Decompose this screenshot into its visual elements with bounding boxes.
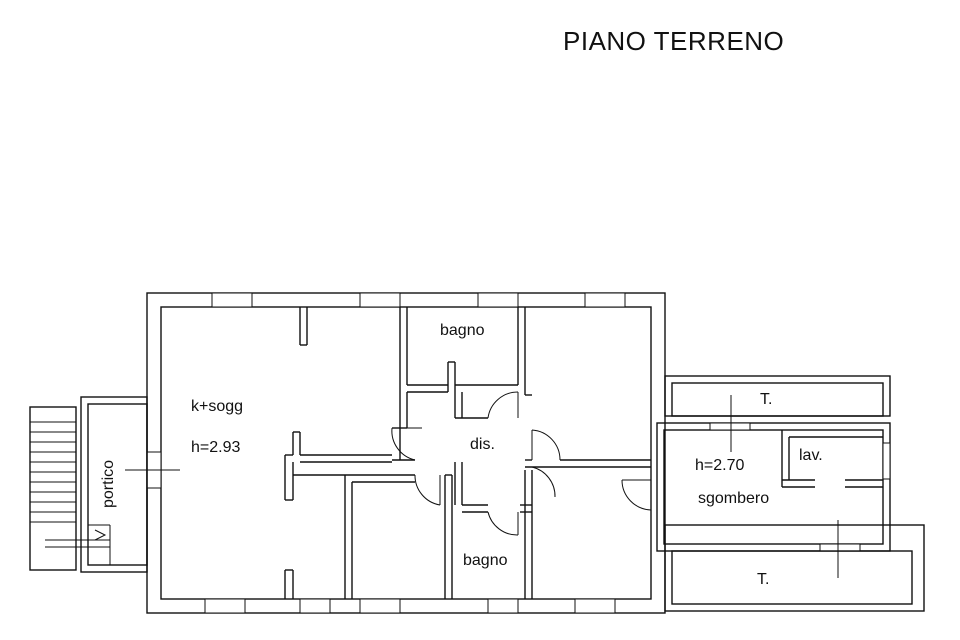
label-bagno-bottom: bagno bbox=[463, 552, 508, 569]
windows bbox=[125, 292, 626, 614]
label-lav: lav. bbox=[799, 447, 823, 464]
plan-title: PIANO TERRENO bbox=[563, 26, 784, 56]
label-t-bottom: T. bbox=[757, 571, 769, 588]
interior-walls bbox=[284, 307, 651, 599]
right-annex-walls bbox=[656, 375, 925, 612]
label-ksogg: k+sogg bbox=[191, 398, 243, 415]
portico-and-stairs bbox=[29, 396, 148, 573]
label-sgombero: sgombero bbox=[698, 490, 769, 507]
label-dis: dis. bbox=[470, 436, 495, 453]
room-labels: k+sogg h=2.93 portico bagno dis. bagno T… bbox=[100, 322, 823, 588]
label-sgombero-height: h=2.70 bbox=[695, 457, 744, 474]
label-t-top: T. bbox=[760, 391, 772, 408]
label-bagno-top: bagno bbox=[440, 322, 485, 339]
label-portico: portico bbox=[100, 460, 117, 508]
label-ksogg-height: h=2.93 bbox=[191, 439, 240, 456]
doors bbox=[391, 391, 652, 536]
